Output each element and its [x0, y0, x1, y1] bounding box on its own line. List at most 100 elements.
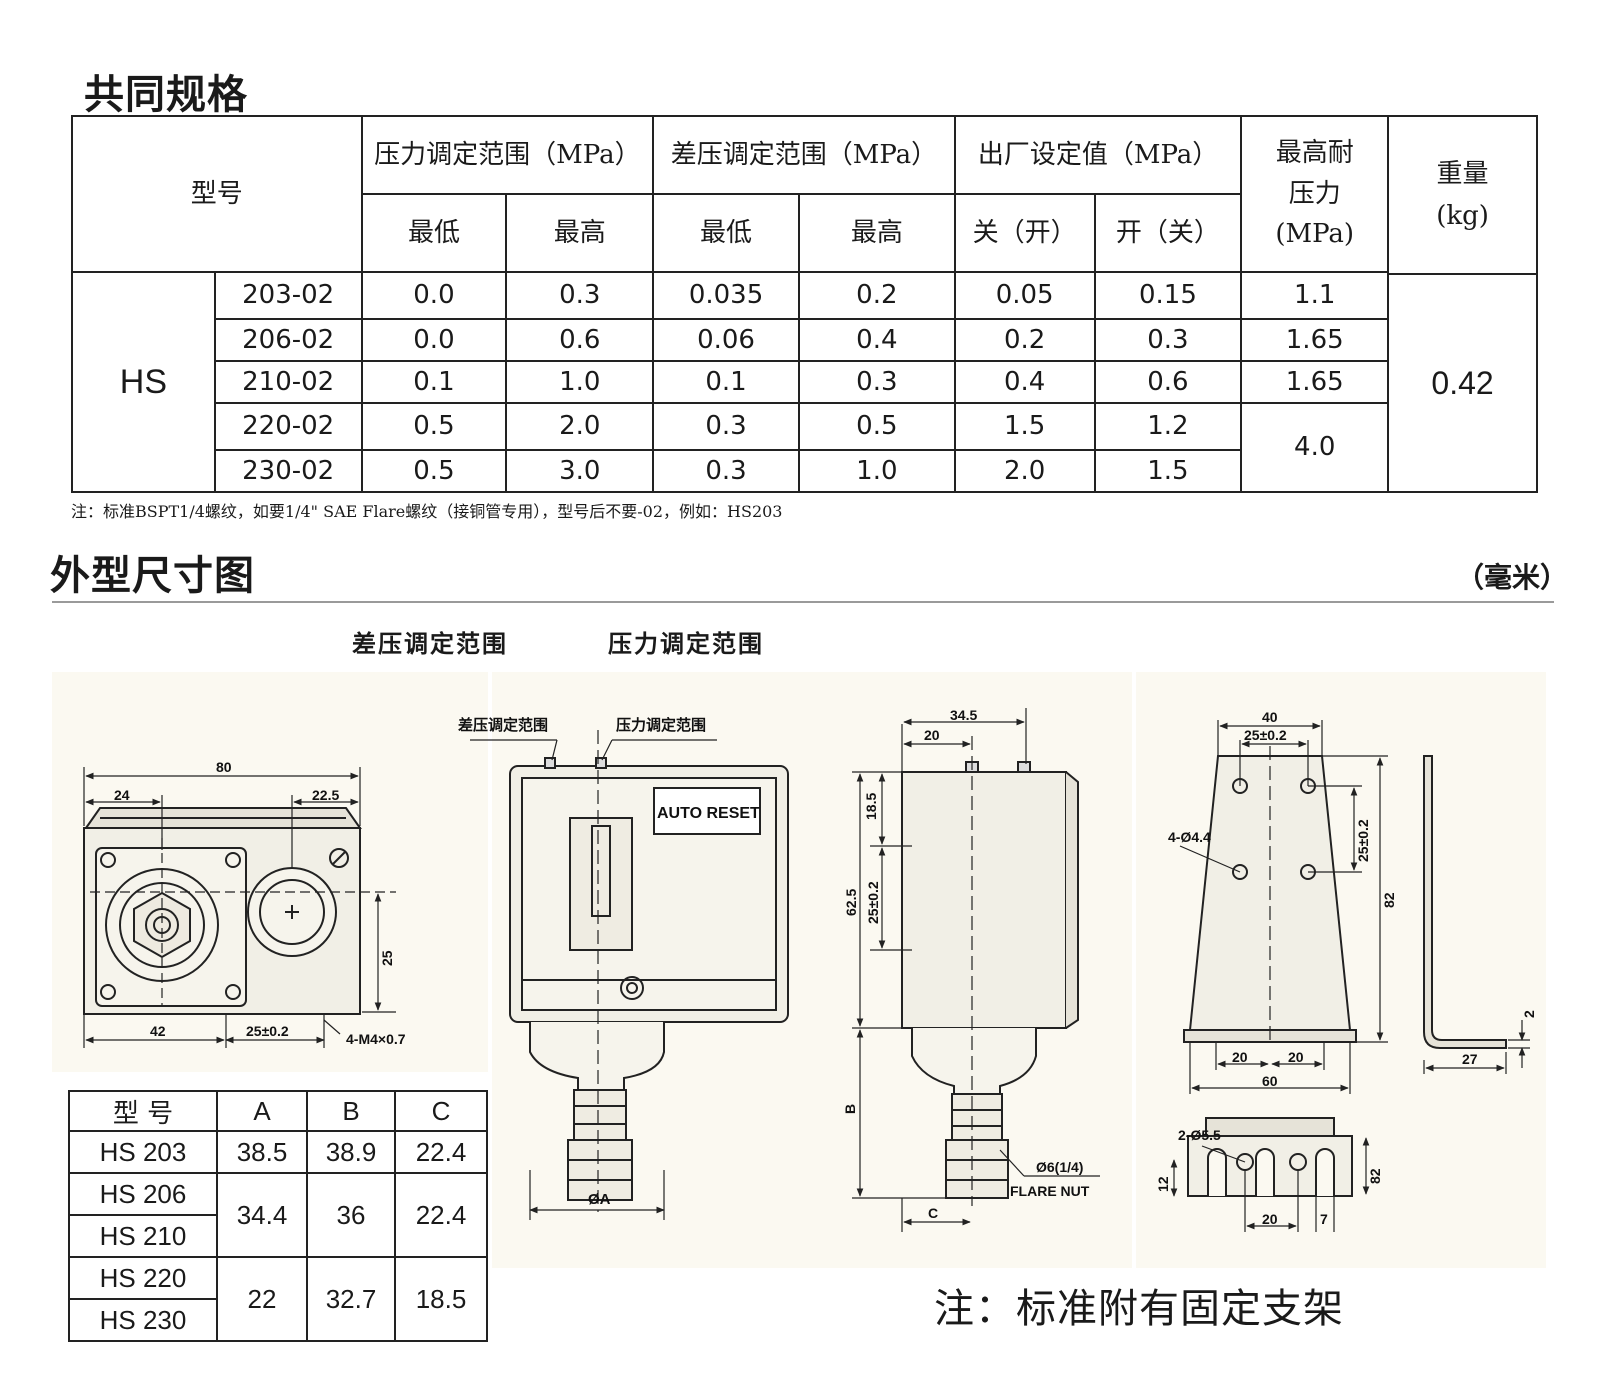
- front-view-drawing: [83, 767, 396, 1048]
- dim-c-cell: 22.4: [394, 1130, 488, 1174]
- table-row: HS 206 34.4 36 22.4: [68, 1172, 488, 1258]
- header-factory-set: 出厂设定值（MPa）: [953, 115, 1243, 195]
- dim-2: 2: [1521, 1010, 1537, 1018]
- dim-c-cell: 18.5: [394, 1256, 488, 1342]
- cell: 0.4: [953, 360, 1096, 404]
- cell: 3.0: [505, 449, 655, 493]
- cell: 1.2: [1093, 402, 1243, 451]
- cell: 0.3: [652, 402, 800, 451]
- dim-20-end: 20: [924, 727, 940, 743]
- dim-header-c: C: [394, 1090, 488, 1132]
- header-diff-range: 差压调定范围（MPa）: [652, 115, 956, 195]
- cell: 0.3: [1093, 318, 1243, 362]
- dim-42: 42: [150, 1023, 166, 1039]
- dim-model-cell: HS 230: [68, 1298, 218, 1342]
- weight-cell: 重量 (kg) 0.42: [1387, 115, 1538, 493]
- dim-header-b: B: [306, 1090, 396, 1132]
- spec-table: 型号 压力调定范围（MPa） 差压调定范围（MPa） 出厂设定值（MPa） 最高…: [71, 115, 1538, 493]
- cell: 2.0: [505, 402, 655, 451]
- spec-section-title: 共同规格: [84, 72, 248, 118]
- cell: 2.0: [953, 449, 1096, 493]
- cell: 0.1: [652, 360, 800, 404]
- cell: 0.06: [652, 318, 800, 362]
- table-row: 210-02 0.1 1.0 0.1 0.3 0.4 0.6 1.65: [72, 360, 1537, 404]
- cell: 1.5: [953, 402, 1096, 451]
- header-close-open: 关（开）: [953, 193, 1096, 273]
- cell: 0.5: [360, 402, 508, 451]
- flare-label-1: Ø6(1/4): [1036, 1159, 1083, 1175]
- dim-b: B: [842, 1104, 858, 1114]
- dim-82: 82: [1381, 892, 1397, 908]
- label-diff-range: 差压调定范围: [352, 630, 508, 658]
- cell: 0.2: [797, 271, 956, 320]
- dim-model-cell: HS 203: [68, 1130, 218, 1174]
- header-weight: 重量: [1436, 158, 1489, 189]
- cell: 1.65: [1240, 360, 1390, 404]
- model-cell: 220-02: [213, 402, 363, 451]
- table-row: HS 210: [68, 1214, 487, 1258]
- cell: 0.3: [652, 449, 800, 493]
- dim-c: C: [928, 1205, 938, 1221]
- cell: 1.0: [797, 449, 956, 493]
- dim-b-cell: 32.7: [306, 1256, 396, 1342]
- dim-phi-a: ØA: [588, 1191, 611, 1208]
- cell: 0.0: [360, 271, 508, 320]
- table-row: 220-02 0.5 2.0 0.3 0.5 1.5 1.2 4.0: [72, 402, 1537, 493]
- header-p-max: 最高: [505, 193, 655, 273]
- cell: 0.1: [360, 360, 508, 404]
- dim-25-tol-bracket: 25±0.2: [1244, 727, 1287, 743]
- label-pressure-range: 压力调定范围: [608, 630, 764, 658]
- dim-model-cell: HS 206: [68, 1172, 218, 1216]
- cell: 1.65: [1240, 318, 1390, 362]
- dim-12: 12: [1155, 1176, 1171, 1192]
- model-cell: 206-02: [213, 318, 363, 362]
- dim-a-cell: 38.5: [216, 1130, 308, 1174]
- cell: 0.0: [360, 318, 508, 362]
- dimension-table: 型 号 A B C HS 203 38.5 38.9 22.4 HS 206 3…: [68, 1090, 488, 1342]
- dim-model-cell: HS 210: [68, 1214, 218, 1258]
- dim-20-b: 20: [1288, 1049, 1304, 1065]
- header-d-max: 最高: [797, 193, 956, 273]
- dim-model-cell: HS 220: [68, 1256, 218, 1300]
- dim-m4: 4-M4×0.7: [346, 1031, 406, 1047]
- table-row: 230-02 0.5 3.0 0.3 1.0 2.0 1.5: [72, 449, 1537, 493]
- header-model: 型号: [71, 115, 363, 273]
- dim-24: 24: [114, 787, 130, 803]
- dim-34-5: 34.5: [950, 707, 977, 723]
- cell: 0.05: [953, 271, 1096, 320]
- header-open-close: 开（关）: [1093, 193, 1243, 273]
- model-cell: 210-02: [213, 360, 363, 404]
- flare-label-2: FLARE NUT: [1010, 1183, 1090, 1199]
- header-d-min: 最低: [652, 193, 800, 273]
- dim-22-5: 22.5: [312, 787, 339, 803]
- table-row: HS 203 38.5 38.9 22.4: [68, 1130, 488, 1174]
- weight-value: 0.42: [1389, 273, 1536, 491]
- dim-a-cell: 34.4: [216, 1172, 308, 1258]
- cell: 1.0: [505, 360, 655, 404]
- dim-82-top: 82: [1367, 1168, 1383, 1184]
- drawing-label-pressure: 压力调定范围: [616, 716, 706, 734]
- cell: 0.4: [797, 318, 956, 362]
- dim-phi55: 2-Ø5.5: [1178, 1127, 1221, 1143]
- dim-25-tol-end: 25±0.2: [865, 881, 881, 924]
- dim-20-a: 20: [1232, 1049, 1248, 1065]
- header-p-min: 最低: [360, 193, 508, 273]
- dim-27: 27: [1462, 1051, 1478, 1067]
- drawing-label-diff: 差压调定范围: [458, 716, 548, 734]
- dim-phi44: 4-Ø4.4: [1168, 829, 1211, 845]
- table-row: HS 203-02 0.0 0.3 0.035 0.2 0.05 0.15 1.…: [71, 271, 1537, 493]
- dim-c-cell: 22.4: [394, 1172, 488, 1258]
- bracket-drawing: [1170, 720, 1530, 1232]
- table-row: HS 220 22 32.7 18.5: [68, 1256, 488, 1342]
- cell: 1.5: [1093, 449, 1243, 493]
- table-row: HS 230: [68, 1298, 487, 1342]
- dim-header-model: 型 号: [68, 1090, 218, 1132]
- header-max-pressure: 最高耐 压力 (MPa): [1240, 115, 1390, 273]
- dim-18-5: 18.5: [863, 793, 879, 820]
- dimension-section-title: 外型尺寸图: [50, 553, 255, 599]
- dim-25-tol-front: 25±0.2: [246, 1023, 289, 1039]
- dim-b-cell: 36: [306, 1172, 396, 1258]
- table-row: 206-02 0.0 0.6 0.06 0.4 0.2 0.3 1.65: [72, 318, 1537, 362]
- cell: 0.035: [652, 271, 800, 320]
